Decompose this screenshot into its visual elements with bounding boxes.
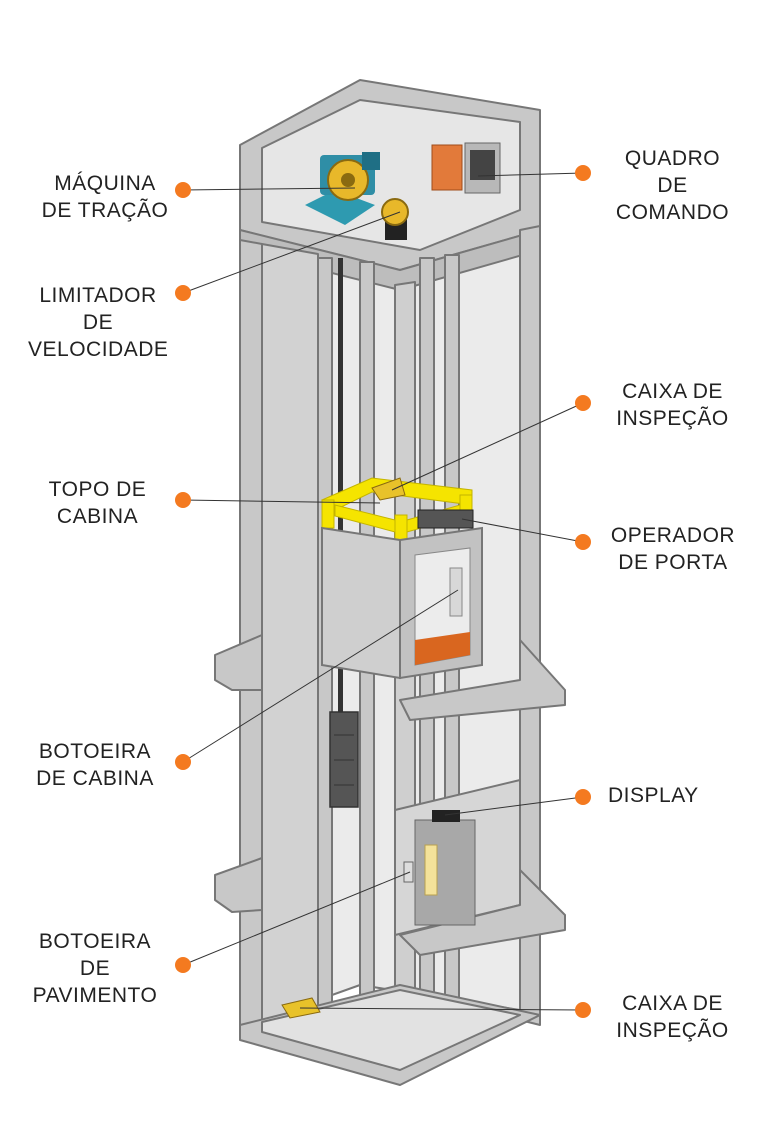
label-operador-de-porta: OPERADOR DE PORTA bbox=[598, 522, 748, 576]
label-line: DE bbox=[82, 311, 114, 334]
traction-machine bbox=[305, 152, 380, 225]
dot-limitador bbox=[175, 285, 191, 301]
dot-operador bbox=[575, 534, 591, 550]
label-line: DE TRAÇÃO bbox=[41, 199, 169, 222]
label-line: DE PORTA bbox=[618, 551, 728, 574]
cabin bbox=[321, 477, 483, 680]
label-quadro-de-comando: QUADRO DE COMANDO bbox=[600, 145, 745, 226]
label-line: QUADRO bbox=[624, 147, 721, 170]
label-line: CAIXA DE bbox=[622, 992, 723, 1015]
label-line: CABINA bbox=[56, 505, 139, 528]
label-line: COMANDO bbox=[615, 201, 730, 224]
label-caixa-de-inspecao-bottom: CAIXA DE INSPEÇÃO bbox=[600, 990, 745, 1044]
dot-topo bbox=[175, 492, 191, 508]
label-caixa-de-inspecao-top: CAIXA DE INSPEÇÃO bbox=[600, 378, 745, 432]
dot-caixa-bottom bbox=[575, 1002, 591, 1018]
dot-botoeira-cabina bbox=[175, 754, 191, 770]
speed-governor bbox=[381, 198, 409, 240]
label-line: DE bbox=[79, 957, 111, 980]
callout-dots bbox=[175, 165, 591, 1018]
label-maquina-de-tracao: MÁQUINA DE TRAÇÃO bbox=[40, 170, 170, 224]
label-line: VELOCIDADE bbox=[28, 338, 169, 361]
label-line: DISPLAY bbox=[608, 784, 699, 807]
leader-topo bbox=[182, 499, 381, 504]
dot-maquina bbox=[175, 182, 191, 198]
label-botoeira-de-pavimento: BOTOEIRA DE PAVIMENTO bbox=[20, 928, 170, 1009]
label-line: CAIXA DE bbox=[622, 380, 723, 403]
label-line: TOPO DE bbox=[48, 478, 147, 501]
label-line: BOTOEIRA bbox=[38, 740, 152, 763]
label-line: DE CABINA bbox=[36, 767, 154, 790]
leader-maquina bbox=[182, 187, 356, 191]
leader-caixa-bottom bbox=[299, 1007, 584, 1011]
label-line: BOTOEIRA bbox=[38, 930, 152, 953]
dot-display bbox=[575, 789, 591, 805]
leader-botoeira-cabina bbox=[182, 589, 459, 763]
label-line: DE bbox=[657, 174, 688, 197]
leader-operador bbox=[461, 518, 584, 543]
label-botoeira-de-cabina: BOTOEIRA DE CABINA bbox=[25, 738, 165, 792]
leader-quadro bbox=[477, 172, 584, 177]
leader-lines bbox=[182, 172, 584, 1011]
label-line: INSPEÇÃO bbox=[616, 407, 729, 430]
dot-caixa-top bbox=[575, 395, 591, 411]
label-display: DISPLAY bbox=[608, 782, 738, 809]
leader-caixa-top bbox=[391, 402, 584, 491]
control-panel bbox=[431, 142, 501, 194]
label-limitador-de-velocidade: LIMITADOR DE VELOCIDADE bbox=[28, 282, 168, 363]
leader-botoeira-pav bbox=[182, 871, 411, 966]
label-line: INSPEÇÃO bbox=[616, 1019, 729, 1042]
leader-display bbox=[444, 796, 584, 816]
landing-door bbox=[403, 810, 476, 926]
label-topo-de-cabina: TOPO DE CABINA bbox=[35, 476, 160, 530]
label-line: LIMITADOR bbox=[39, 284, 157, 307]
label-line: PAVIMENTO bbox=[32, 984, 158, 1007]
label-line: OPERADOR bbox=[610, 524, 736, 547]
leader-limitador bbox=[182, 211, 401, 294]
label-line: MÁQUINA bbox=[54, 172, 156, 195]
dot-quadro bbox=[575, 165, 591, 181]
dot-botoeira-pav bbox=[175, 957, 191, 973]
